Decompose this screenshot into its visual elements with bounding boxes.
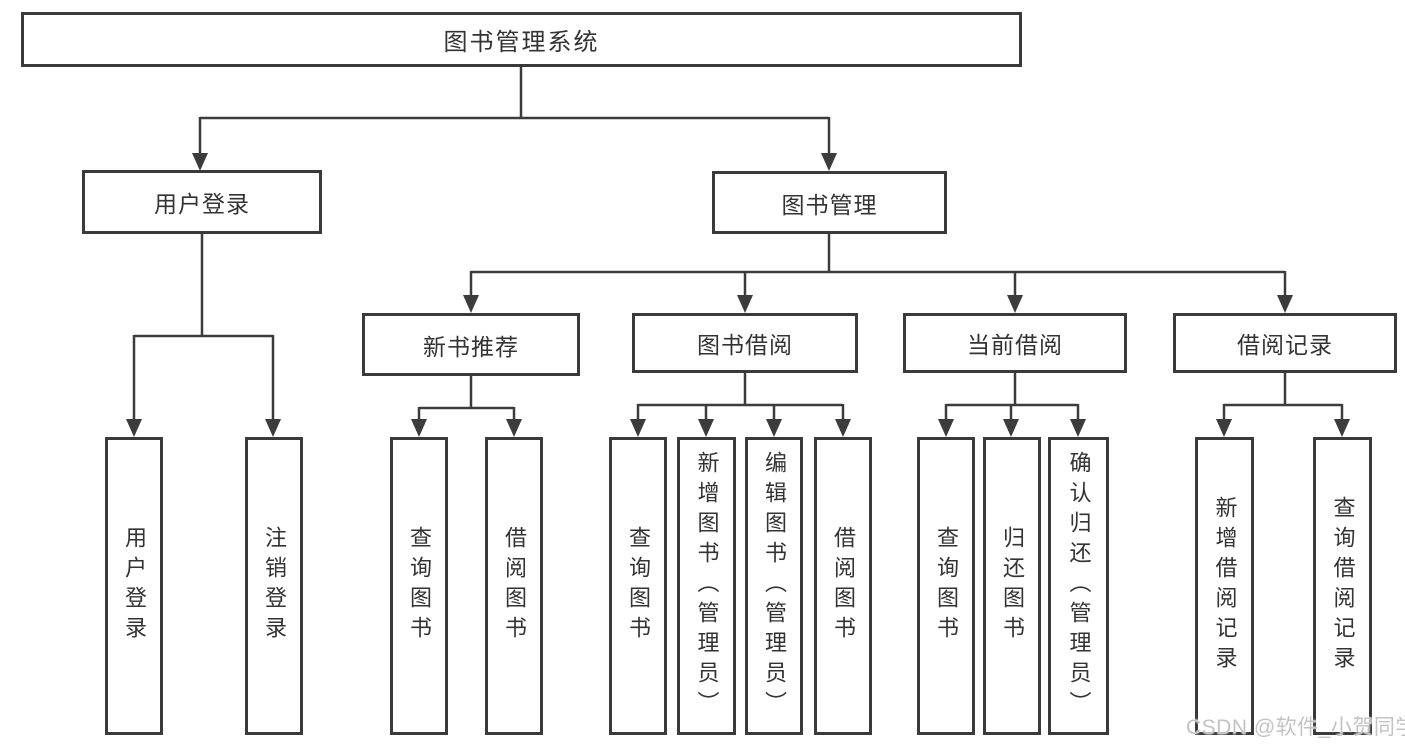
node-new-book-recommend: 新书推荐 — [362, 313, 580, 376]
node-book-borrow-label: 图书借阅 — [697, 332, 793, 358]
node-new-book-recommend-label: 新书推荐 — [423, 333, 519, 360]
node-current-borrow-label: 当前借阅 — [967, 332, 1063, 358]
leaf-records-add-record: 新增借阅记录 — [1195, 437, 1254, 735]
node-borrow-records-label: 借阅记录 — [1237, 332, 1333, 358]
leaf-logout: 注销登录 — [245, 437, 303, 735]
leaf-newbook-borrow-books-label: 借阅图书 — [502, 526, 527, 646]
leaf-current-confirm-return-admin: 确认归还（管理员） — [1048, 437, 1109, 735]
node-book-borrow: 图书借阅 — [632, 313, 858, 373]
node-root: 图书管理系统 — [21, 12, 1022, 67]
leaf-current-query-books-label: 查询图书 — [934, 526, 959, 646]
leaf-borrow-add-books-admin: 新增图书（管理员） — [677, 437, 736, 735]
node-book-management-label: 图书管理 — [781, 191, 878, 218]
leaf-current-query-books: 查询图书 — [917, 437, 975, 735]
watermark: CSDN @软件_小贺同学 — [1186, 716, 1405, 739]
node-user-login-group: 用户登录 — [82, 170, 322, 234]
node-current-borrow: 当前借阅 — [903, 313, 1127, 373]
leaf-current-return-books-label: 归还图书 — [1000, 526, 1025, 646]
leaf-borrow-add-books-admin-label: 新增图书（管理员） — [694, 451, 720, 721]
leaf-logout-label: 注销登录 — [262, 526, 287, 646]
leaf-borrow-edit-books-admin-label: 编辑图书（管理员） — [762, 451, 787, 721]
leaf-borrow-query-books-label: 查询图书 — [626, 526, 651, 646]
leaf-borrow-borrow-books: 借阅图书 — [814, 437, 872, 735]
leaf-user-login: 用户登录 — [105, 437, 163, 735]
node-book-management: 图书管理 — [712, 171, 947, 234]
leaf-records-query-record-label: 查询借阅记录 — [1330, 496, 1356, 676]
leaf-borrow-edit-books-admin: 编辑图书（管理员） — [745, 437, 803, 735]
leaf-borrow-query-books: 查询图书 — [609, 437, 667, 735]
leaf-newbook-query-books-label: 查询图书 — [407, 526, 432, 646]
node-root-label: 图书管理系统 — [443, 29, 600, 56]
leaf-current-return-books: 归还图书 — [983, 437, 1041, 735]
leaf-user-login-label: 用户登录 — [122, 526, 147, 646]
leaf-records-add-record-label: 新增借阅记录 — [1212, 496, 1238, 676]
node-borrow-records: 借阅记录 — [1173, 313, 1397, 373]
leaf-current-confirm-return-admin-label: 确认归还（管理员） — [1066, 451, 1092, 721]
leaf-borrow-borrow-books-label: 借阅图书 — [831, 526, 856, 646]
leaf-newbook-borrow-books: 借阅图书 — [485, 437, 543, 735]
leaf-newbook-query-books: 查询图书 — [390, 437, 448, 735]
leaf-records-query-record: 查询借阅记录 — [1313, 437, 1372, 735]
node-user-login-group-label: 用户登录 — [154, 191, 250, 217]
